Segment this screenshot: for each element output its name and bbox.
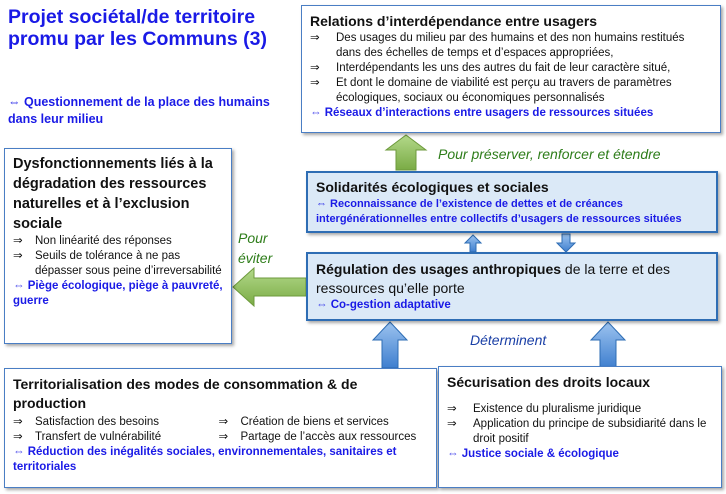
arrow-solidarites-to-regulation xyxy=(555,233,577,253)
securisation-box: Sécurisation des droits locaux ⇒Existenc… xyxy=(438,366,722,488)
dysfonctionnements-bullet: ⇒Seuils de tolérance à ne pas dépasser s… xyxy=(13,250,222,277)
arrow-securisation-to-regulation xyxy=(589,321,627,369)
territorialisation-heading: Territorialisation des modes de consomma… xyxy=(13,376,358,411)
pour-eviter-label: Pour éviter xyxy=(238,230,273,266)
regulation-box: Régulation des usages anthropiques de la… xyxy=(306,252,718,321)
relations-bullet: ⇒Interdépendants les uns des autres du f… xyxy=(310,62,671,74)
securisation-bullet: ⇒Application du principe de subsidiarité… xyxy=(447,418,707,445)
preserver-label: Pour préserver, renforcer et étendre xyxy=(438,146,661,162)
dysfonctionnements-link: ⇔ Piège écologique, piège à pauvreté, gu… xyxy=(13,280,223,307)
arrow-territorialisation-to-regulation xyxy=(371,321,409,369)
territorialisation-bullet: ⇒Création de biens et services xyxy=(218,416,389,428)
territorialisation-box: Territorialisation des modes de consomma… xyxy=(4,368,437,488)
territorialisation-bullet: ⇒Satisfaction des besoins xyxy=(13,416,160,428)
dysfonctionnements-bullet: ⇒Non linéarité des réponses xyxy=(13,235,172,247)
page-subtitle: ⇔ Questionnement de la place des humains… xyxy=(8,95,270,126)
territorialisation-bullet-columns: ⇒Satisfaction des besoins ⇒Transfert de … xyxy=(13,415,428,445)
arrow-regulation-to-solidarites xyxy=(463,234,483,253)
solidarites-heading: Solidarités écologiques et sociales xyxy=(316,179,549,195)
arrow-solidarites-to-relations xyxy=(384,134,428,171)
territorialisation-bullet: ⇒Partage de l’accès aux ressources xyxy=(218,431,417,443)
regulation-heading: Régulation des usages anthropiques de la… xyxy=(316,261,670,296)
relations-heading: Relations d’interdépendance entre usager… xyxy=(310,13,598,29)
territorialisation-link: ⇔ Réduction des inégalités sociales, env… xyxy=(13,446,397,473)
securisation-heading: Sécurisation des droits locaux xyxy=(447,374,651,390)
relations-box: Relations d’interdépendance entre usager… xyxy=(301,5,721,133)
relations-bullet: ⇒Des usages du milieu par des humains et… xyxy=(310,32,685,59)
territorialisation-bullet: ⇒Transfert de vulnérabilité xyxy=(13,431,162,443)
arrow-regulation-to-dysfonctionnements xyxy=(232,266,307,308)
solidarites-box: Solidarités écologiques et sociales ⇔ Re… xyxy=(306,171,718,233)
securisation-bullet: ⇒Existence du pluralisme juridique xyxy=(447,403,642,415)
dysfonctionnements-box: Dysfonctionnements liés à la dégradation… xyxy=(4,148,232,344)
solidarites-link: ⇔ Reconnaissance de l’existence de dette… xyxy=(316,198,682,225)
relations-link: ⇔ Réseaux d’interactions entre usagers d… xyxy=(310,107,654,119)
page-title: Projet sociétal/de territoire promu par … xyxy=(8,6,267,50)
relations-bullet: ⇒Et dont le domaine de viabilité est per… xyxy=(310,77,672,104)
regulation-link: ⇔ Co-gestion adaptative xyxy=(316,299,451,311)
securisation-link: ⇔ Justice sociale & écologique xyxy=(447,448,619,460)
dysfonctionnements-heading: Dysfonctionnements liés à la dégradation… xyxy=(13,156,213,232)
determinent-label: Déterminent xyxy=(470,332,547,348)
